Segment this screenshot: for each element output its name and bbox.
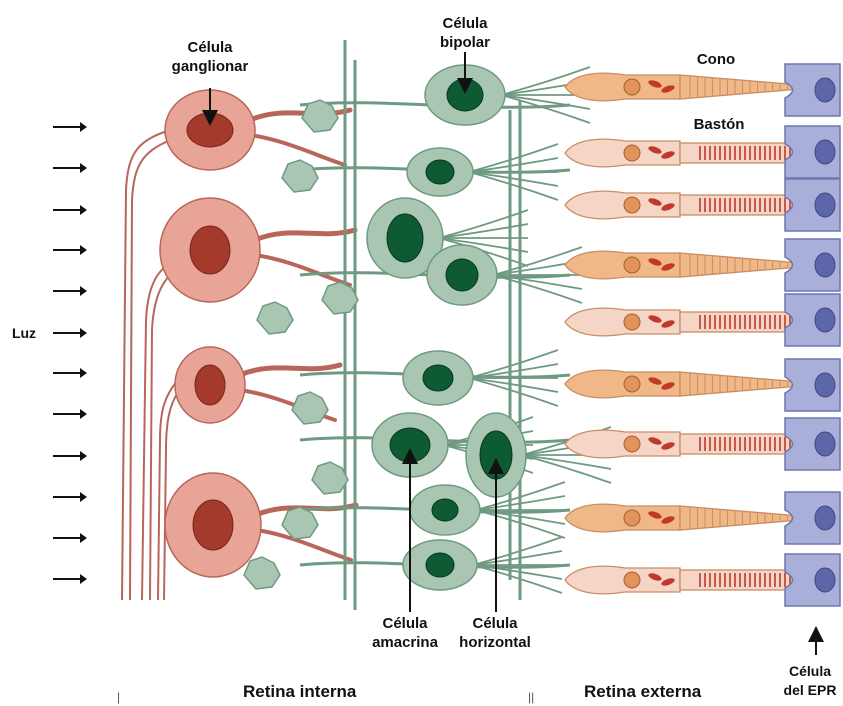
epr-cell (785, 239, 840, 291)
right-arrow-icon (53, 328, 87, 338)
label-ganglion-line2: ganglionar (160, 57, 260, 76)
label-rod-text: Bastón (684, 115, 754, 134)
epr-cell (785, 492, 840, 544)
small-neuron (257, 302, 293, 334)
label-epr-line2: del EPR (770, 681, 843, 700)
right-arrow-icon (53, 205, 87, 215)
small-neuron (282, 160, 318, 192)
right-arrow-icon (53, 122, 87, 132)
photoreceptors (565, 73, 802, 594)
bipolar-cell (407, 144, 558, 200)
label-horizontal-line1: Célula (445, 614, 545, 633)
small-neuron (322, 282, 358, 314)
region-outer-retina: Retina externa (584, 682, 701, 702)
ganglion-cells (160, 90, 356, 577)
label-ganglion: Célula ganglionar (160, 38, 260, 76)
cone-cell (565, 504, 800, 532)
right-arrow-icon (53, 492, 87, 502)
label-bipolar-line2: bipolar (425, 33, 505, 52)
light-arrows (53, 122, 87, 584)
label-horizontal: Célula horizontal (445, 614, 545, 652)
epr-cell (785, 554, 840, 606)
right-arrow-icon (53, 533, 87, 543)
label-rod: Bastón (684, 115, 754, 134)
label-light: Luz (4, 324, 44, 343)
bipolar-cell (425, 65, 590, 125)
right-arrow-icon (53, 409, 87, 419)
small-neuron (282, 507, 318, 539)
small-neuron (244, 557, 280, 589)
epr-cell (785, 294, 840, 346)
rod-cell (565, 139, 802, 167)
rod-cell (565, 430, 802, 458)
small-neuron (302, 100, 338, 132)
cone-cell (565, 370, 800, 398)
ganglion-cell (160, 198, 355, 302)
right-arrow-icon (53, 163, 87, 173)
epr-cell (785, 359, 840, 411)
cone-cell (565, 73, 800, 101)
rod-cell (565, 566, 802, 594)
region-inner-retina: Retina interna (243, 682, 356, 702)
right-arrow-icon (53, 451, 87, 461)
cone-cell (565, 251, 800, 279)
label-bipolar-line1: Célula (425, 14, 505, 33)
label-bipolar: Célula bipolar (425, 14, 505, 52)
bipolar-cell (403, 350, 558, 406)
epr-cell (785, 64, 840, 116)
label-amacrine-line1: Célula (355, 614, 455, 633)
right-arrow-icon (53, 368, 87, 378)
right-arrow-icon (53, 286, 87, 296)
small-neuron (312, 462, 348, 494)
rod-cell (565, 191, 802, 219)
region-mark-left: | (117, 690, 120, 704)
label-light-text: Luz (4, 324, 44, 343)
label-cone: Cono (686, 50, 746, 69)
label-cone-text: Cono (686, 50, 746, 69)
label-amacrine-line2: amacrina (355, 633, 455, 652)
rod-cell (565, 308, 802, 336)
right-arrow-icon (53, 245, 87, 255)
epr-cell (785, 126, 840, 178)
label-epr: Célula del EPR (770, 662, 843, 700)
inner-neurons (244, 40, 611, 610)
label-ganglion-line1: Célula (160, 38, 260, 57)
region-mark-right: || (528, 690, 534, 704)
label-amacrine: Célula amacrina (355, 614, 455, 652)
epr-cell (785, 418, 840, 470)
epr-cell (785, 179, 840, 231)
right-arrow-icon (53, 574, 87, 584)
label-horizontal-line2: horizontal (445, 633, 545, 652)
bipolar-cell (403, 537, 562, 593)
label-epr-line1: Célula (770, 662, 843, 681)
small-neuron (292, 392, 328, 424)
bipolar-cell (427, 245, 582, 305)
epr-cells (785, 64, 840, 606)
